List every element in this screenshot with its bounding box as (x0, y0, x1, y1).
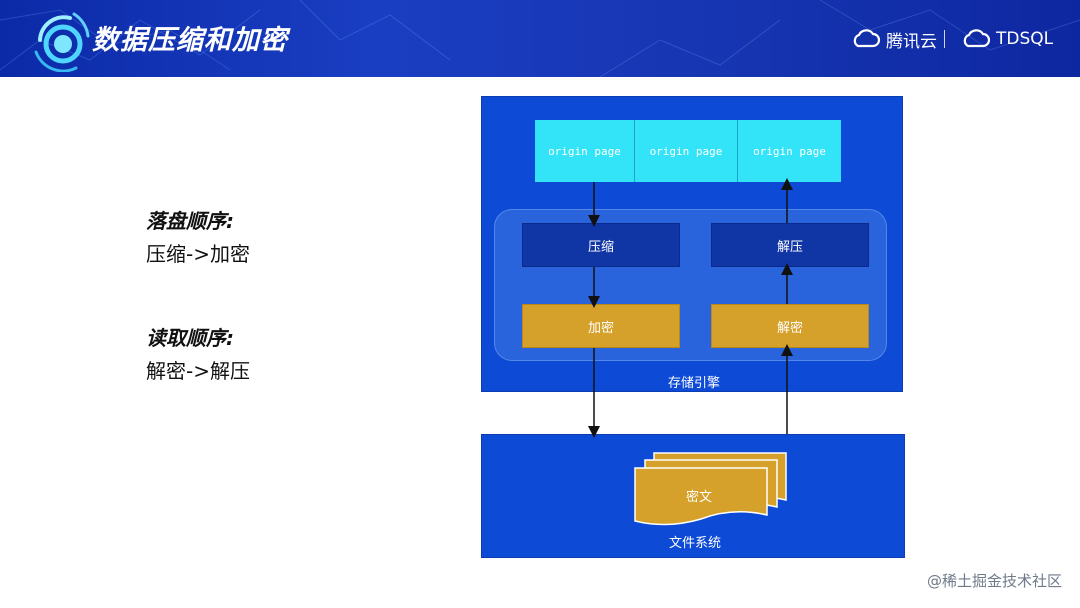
decrypt-box: 解密 (711, 304, 869, 348)
brand-tencent-cloud: 腾讯云 (850, 26, 937, 52)
origin-page-row: origin page origin page origin page (535, 120, 841, 182)
brand-tencent-label: 腾讯云 (886, 31, 937, 52)
brand-tdsql: TDSQL (960, 26, 1053, 52)
encrypt-box: 加密 (522, 304, 680, 348)
brand-tdsql-label: TDSQL (996, 29, 1054, 49)
swirl-logo-icon (34, 12, 90, 72)
read-order-text: 解密->解压 (146, 359, 250, 383)
watermark: @稀土掘金技术社区 (926, 572, 1062, 590)
origin-page-box: origin page (738, 120, 841, 182)
read-order-heading: 读取顺序: (146, 326, 234, 350)
cipher-text-label: 密文 (686, 490, 713, 505)
brand-divider (944, 30, 945, 48)
cloud-icon (963, 29, 990, 48)
header-banner: 数据压缩和加密 腾讯云 TDSQL (0, 0, 1080, 77)
cloud-icon (853, 29, 880, 48)
write-order-heading: 落盘顺序: (146, 209, 234, 233)
origin-page-box: origin page (535, 120, 635, 182)
file-system-label: 文件系统 (669, 536, 722, 551)
page-title: 数据压缩和加密 (92, 25, 288, 56)
decompress-box: 解压 (711, 223, 869, 267)
origin-page-box: origin page (635, 120, 738, 182)
network-mesh-decoration (0, 0, 1080, 77)
compress-box: 压缩 (522, 223, 680, 267)
cipher-document-stack-icon (634, 452, 787, 526)
write-order-text: 压缩->加密 (146, 242, 250, 266)
storage-engine-label: 存储引擎 (668, 376, 721, 391)
